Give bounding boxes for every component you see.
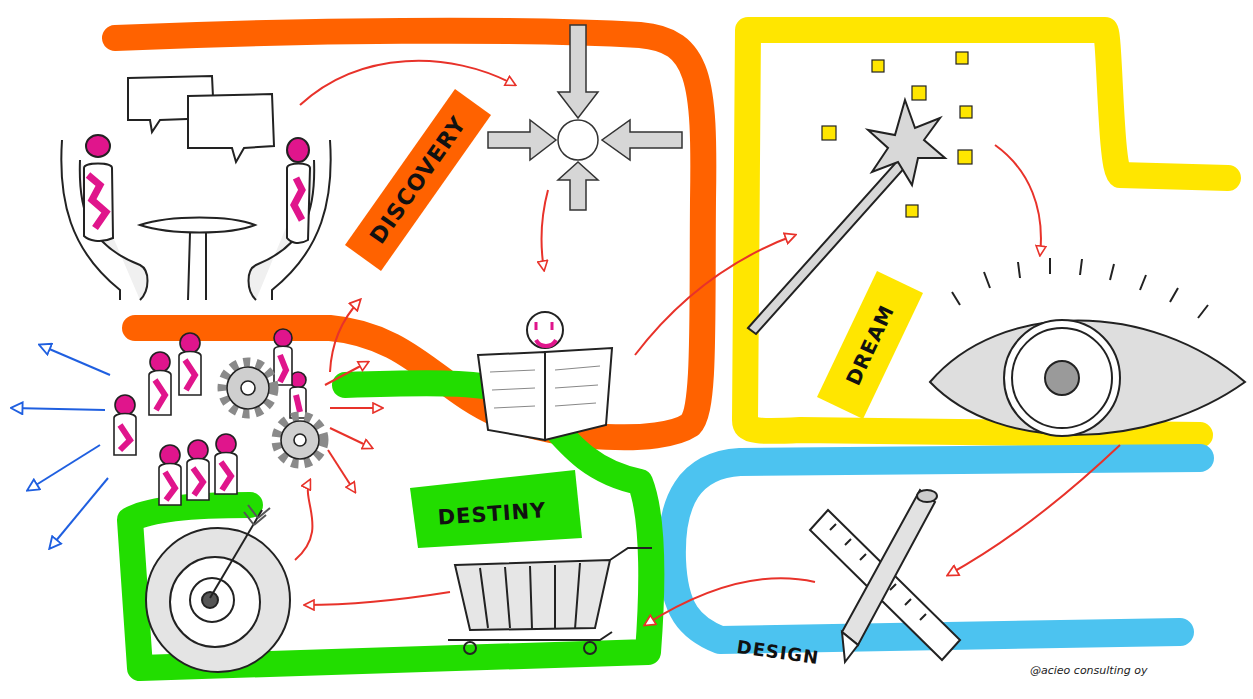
convergence-icon	[488, 25, 682, 210]
stage-label: DISCOVERY	[365, 112, 471, 249]
meeting-sketch	[61, 76, 330, 300]
watermark: @acieo consulting oy	[1030, 664, 1147, 677]
stage-band: DREAM	[725, 10, 1235, 455]
label-tag	[345, 89, 491, 271]
target-sketch	[146, 505, 290, 672]
color-band	[745, 30, 1228, 435]
label-tag	[817, 271, 923, 419]
shopping-cart	[448, 548, 652, 654]
color-band	[130, 383, 651, 668]
stage-band: DESTINY	[110, 365, 665, 699]
outward-arrows	[12, 345, 110, 548]
color-band	[672, 458, 1200, 640]
stage-band: DESIGN	[650, 440, 1205, 699]
eye-sketch	[930, 258, 1245, 436]
band-outline	[725, 10, 1235, 455]
team-sketch	[114, 329, 324, 505]
label-tag	[410, 470, 582, 548]
magic-wand	[748, 52, 972, 334]
band-outline	[650, 440, 1205, 699]
band-outline	[110, 365, 665, 699]
